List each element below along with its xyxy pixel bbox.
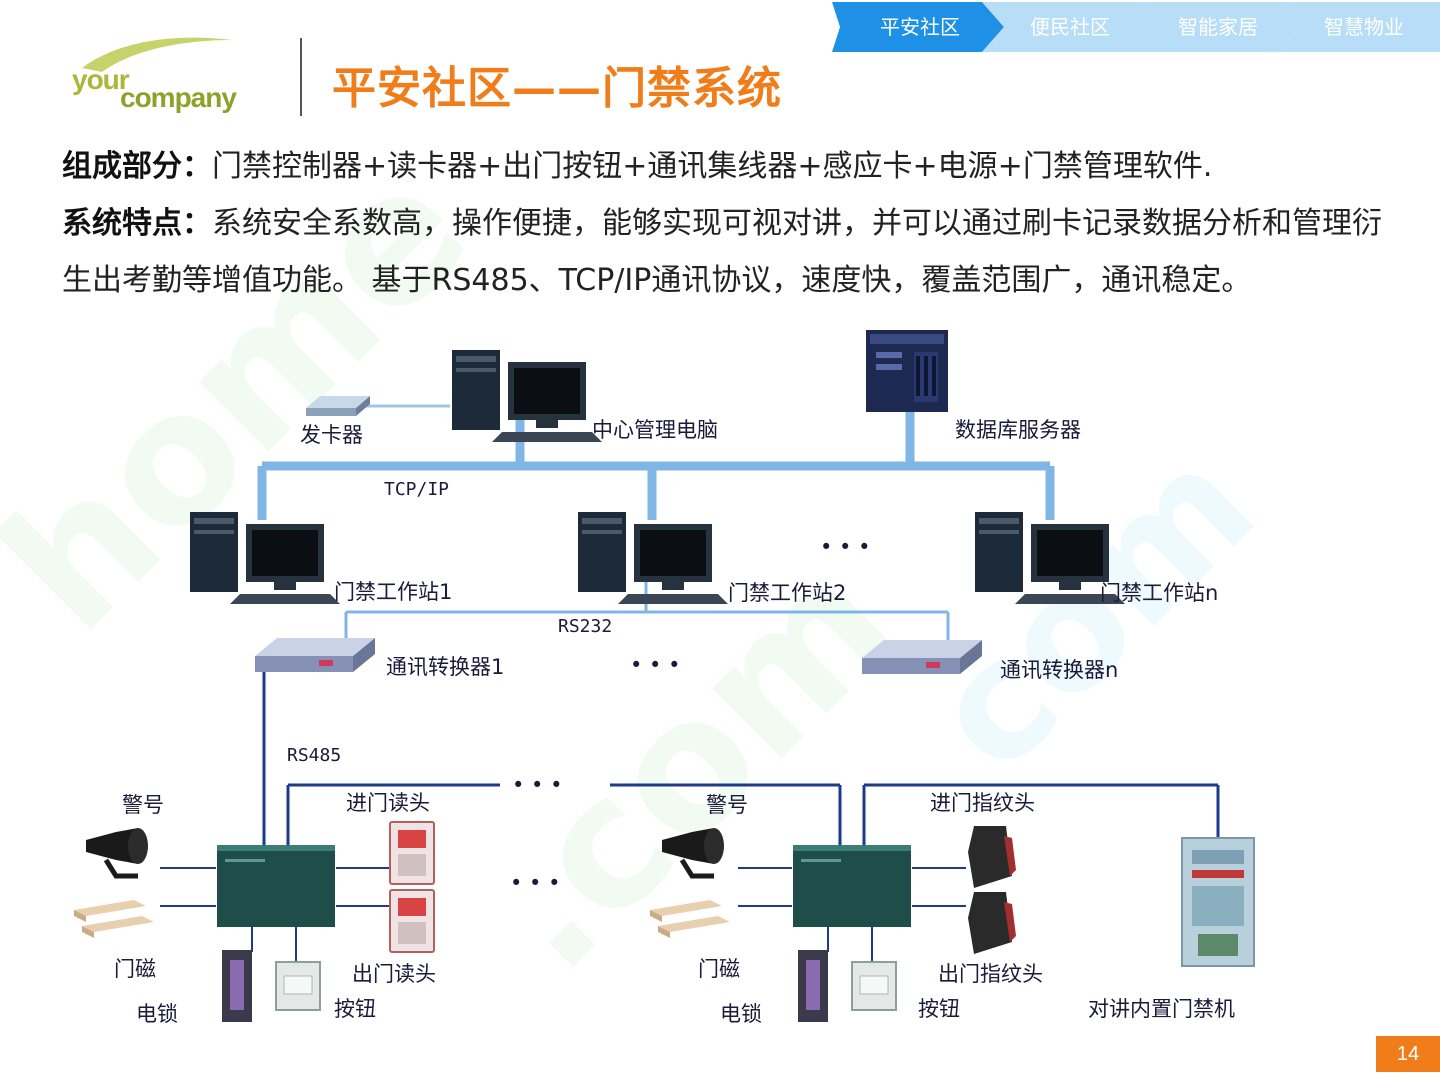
components-label: 组成部分： [62, 149, 212, 184]
alarm-right-icon [662, 828, 724, 876]
center-pc-icon [452, 350, 602, 442]
label-converter-n: 通讯转换器n [1000, 658, 1118, 682]
door-magnet-left-icon [74, 900, 154, 938]
dots-controllers: • • • [510, 871, 561, 895]
page-number: 14 [1376, 1036, 1440, 1072]
exit-fingerprint-icon [968, 892, 1016, 954]
label-alarm-left: 警号 [122, 793, 164, 817]
device-wires [160, 867, 966, 962]
title-divider [300, 38, 302, 116]
label-lock-left: 电锁 [136, 1002, 178, 1026]
exit-button-left-icon [275, 961, 321, 1011]
tab-smart-home[interactable]: 智能家居 [1178, 15, 1258, 39]
logo-text-company: company [120, 82, 237, 113]
tab-smart-property[interactable]: 智慧物业 [1324, 15, 1404, 39]
exit-reader-icon [389, 889, 435, 953]
label-workstation-2: 门禁工作站2 [728, 581, 846, 605]
nav-chevrons [832, 2, 1440, 52]
features-paragraph: 系统特点：系统安全系数高，操作便捷，能够实现可视对讲，并可以通过刷卡记录数据分析… [62, 195, 1392, 309]
dots-workstations: • • • [820, 535, 871, 559]
dots-bus: • • • [512, 773, 563, 797]
label-rs485: RS485 [287, 745, 341, 766]
converter-1-icon [255, 638, 375, 672]
label-workstation-n: 门禁工作站n [1100, 581, 1218, 605]
features-text: 系统安全系数高，操作便捷，能够实现可视对讲，并可以通过刷卡记录数据分析和管理衍生… [62, 206, 1382, 298]
page-title: 平安社区——门禁系统 [332, 63, 782, 114]
label-exit-fingerprint: 出门指纹头 [938, 962, 1043, 986]
door-magnet-right-icon [650, 900, 730, 938]
tcpip-bus [257, 412, 1055, 520]
components-paragraph: 组成部分：门禁控制器+读卡器+出门按钮+通讯集线器+感应卡+电源+门禁管理软件. [62, 138, 1392, 195]
database-server-icon [866, 330, 948, 412]
components-text: 门禁控制器+读卡器+出门按钮+通讯集线器+感应卡+电源+门禁管理软件. [212, 149, 1213, 184]
company-logo: your company [62, 30, 262, 130]
tab-safe-community[interactable]: 平安社区 [880, 15, 960, 39]
rs485-bus [262, 672, 1220, 845]
label-db-server: 数据库服务器 [955, 418, 1081, 442]
intercom-unit-icon [1181, 837, 1255, 967]
converter-n-icon [862, 640, 982, 674]
label-workstation-1: 门禁工作站1 [334, 580, 452, 604]
label-alarm-right: 警号 [706, 793, 748, 817]
label-button-left: 按钮 [334, 997, 376, 1021]
label-magnet-left: 门磁 [114, 957, 156, 981]
label-exit-reader: 出门读头 [352, 962, 436, 986]
exit-button-right-icon [851, 961, 897, 1011]
dots-converters: • • • [630, 653, 681, 677]
controller-left-icon [217, 845, 335, 927]
logo-swoosh-icon [82, 37, 232, 72]
entry-reader-icon [389, 821, 435, 885]
tab-convenience-community[interactable]: 便民社区 [1030, 15, 1110, 39]
description: 组成部分：门禁控制器+读卡器+出门按钮+通讯集线器+感应卡+电源+门禁管理软件.… [62, 138, 1392, 309]
section-nav: 平安社区 便民社区 智能家居 智慧物业 [832, 2, 1440, 52]
card-issuer-icon [306, 396, 370, 416]
label-converter-1: 通讯转换器1 [386, 655, 504, 679]
logo-text-your: your [72, 64, 130, 95]
label-magnet-right: 门磁 [698, 957, 740, 981]
label-rs232: RS232 [558, 616, 612, 637]
label-lock-right: 电锁 [720, 1002, 762, 1026]
label-center-pc: 中心管理电脑 [592, 418, 718, 442]
features-label: 系统特点： [62, 206, 212, 241]
label-intercom: 对讲内置门禁机 [1088, 997, 1235, 1021]
label-entry-reader: 进门读头 [346, 791, 430, 815]
workstation-1-icon [190, 512, 340, 604]
label-tcpip: TCP/IP [384, 479, 449, 500]
entry-fingerprint-icon [968, 826, 1016, 888]
label-card-issuer: 发卡器 [300, 423, 363, 447]
label-entry-fingerprint: 进门指纹头 [930, 791, 1035, 815]
workstation-2-icon [578, 512, 728, 604]
controller-right-icon [793, 845, 911, 927]
label-button-right: 按钮 [918, 997, 960, 1021]
alarm-left-icon [86, 828, 148, 876]
electric-lock-left-icon [222, 950, 252, 1022]
electric-lock-right-icon [798, 950, 828, 1022]
